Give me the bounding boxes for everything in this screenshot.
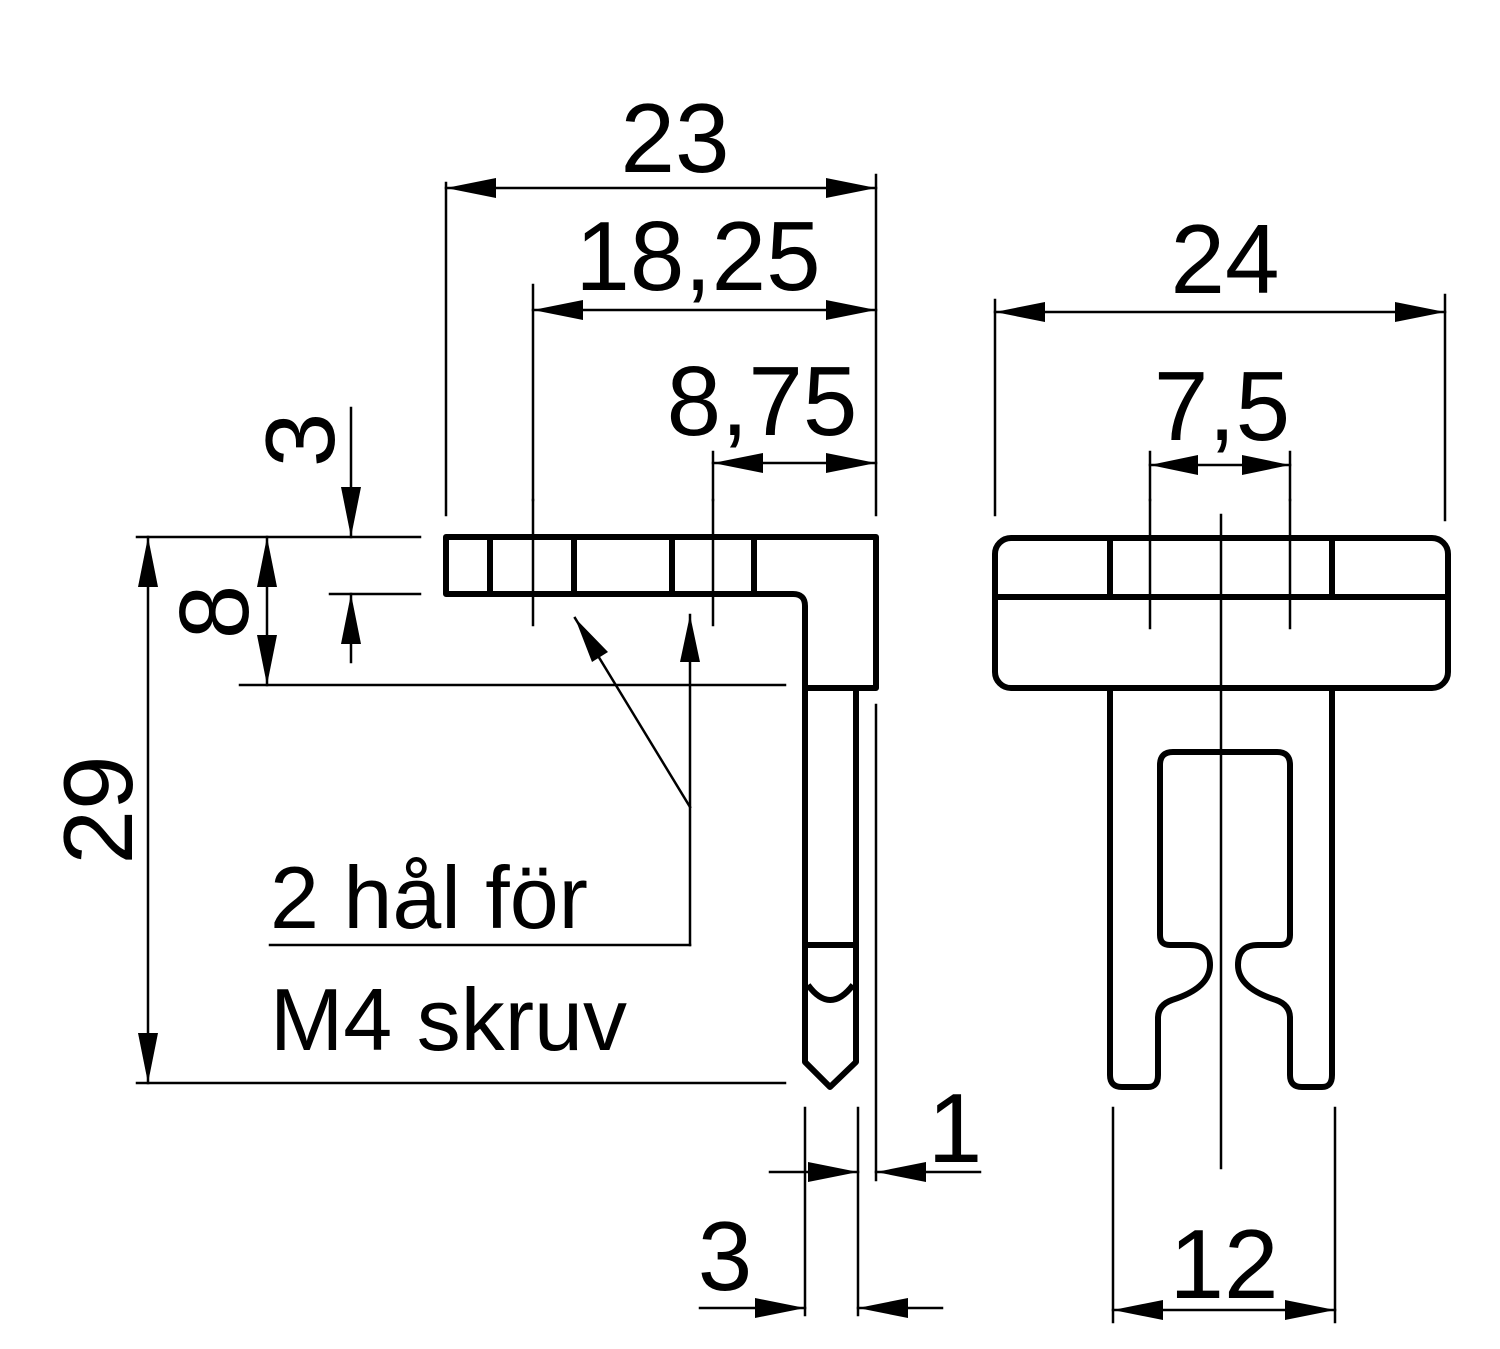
dim-29-label: 29	[43, 755, 153, 864]
dim-3-top: 3	[245, 406, 361, 664]
note-line-1: 2 hål för	[270, 848, 588, 947]
side-view	[443, 498, 879, 1090]
front-legs-outline	[1107, 688, 1335, 1090]
dim-1: 1	[874, 1073, 983, 1183]
dim-24-label: 24	[1170, 204, 1279, 314]
dim-18-25: 18,25	[531, 201, 878, 320]
side-leg-tip-arc	[805, 983, 856, 1003]
dim-7-5-label: 7,5	[1154, 351, 1290, 461]
dim-8-label: 8	[159, 585, 269, 640]
dim-8-75-label: 8,75	[667, 346, 858, 456]
dim-12: 12	[1111, 1209, 1337, 1320]
dim-18-25-label: 18,25	[575, 201, 820, 311]
dim-3-bottom: 3	[698, 1162, 944, 1318]
side-plate-outline	[443, 534, 879, 691]
note-line-2: M4 skruv	[270, 970, 627, 1069]
dim-7-5: 7,5	[1148, 351, 1292, 475]
dim-23: 23	[444, 83, 878, 198]
note-leaders	[268, 613, 700, 947]
dim-1-label: 1	[928, 1073, 983, 1183]
dim-24: 24	[993, 204, 1447, 322]
dim-3-bottom-label: 3	[698, 1201, 753, 1311]
dim-8: 8	[159, 535, 277, 687]
dim-23-label: 23	[620, 83, 729, 193]
dim-29: 29	[43, 535, 158, 1085]
front-extension-lines	[993, 293, 1447, 1324]
front-view	[992, 498, 1451, 1170]
side-leg-outline	[802, 688, 859, 1090]
dim-8-75: 8,75	[667, 346, 878, 473]
dim-12-label: 12	[1169, 1209, 1278, 1319]
dim-3-top-label: 3	[245, 413, 355, 468]
side-extension-lines	[135, 173, 878, 1317]
